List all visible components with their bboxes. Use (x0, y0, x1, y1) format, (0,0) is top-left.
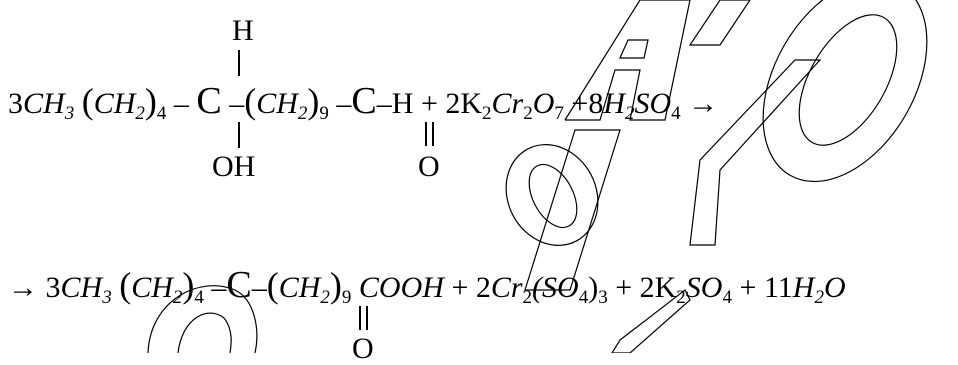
eq2-carbon: C (226, 264, 252, 306)
eq1-top-h: H (232, 14, 254, 47)
eq2-double-bond-2 (366, 306, 368, 330)
eq1-double-bond-2 (432, 122, 434, 146)
watermark-letter-o (762, 0, 928, 183)
eq1-carbon-2: C (351, 80, 377, 122)
eq1-bottom-o: O (418, 150, 440, 183)
eq1-bond-top (238, 50, 240, 76)
eq2-double-bond-1 (359, 306, 361, 330)
eq2-main-line: → 3CH3 (CH2)4 –C–(CH2)9 COOH + 2Cr2(SO4)… (8, 264, 846, 308)
eq1-main-line: 3CH3 (CH2)4 – C –(CH2)9 –C–H + 2K2Cr2O7 … (8, 80, 719, 124)
eq1-bond-bottom (238, 122, 240, 148)
eq1-double-bond-1 (425, 122, 427, 146)
eq1-bottom-oh: OH (212, 150, 256, 183)
eq2-bottom-o: O (352, 332, 374, 365)
eq1-carbon-1: C (196, 80, 222, 122)
